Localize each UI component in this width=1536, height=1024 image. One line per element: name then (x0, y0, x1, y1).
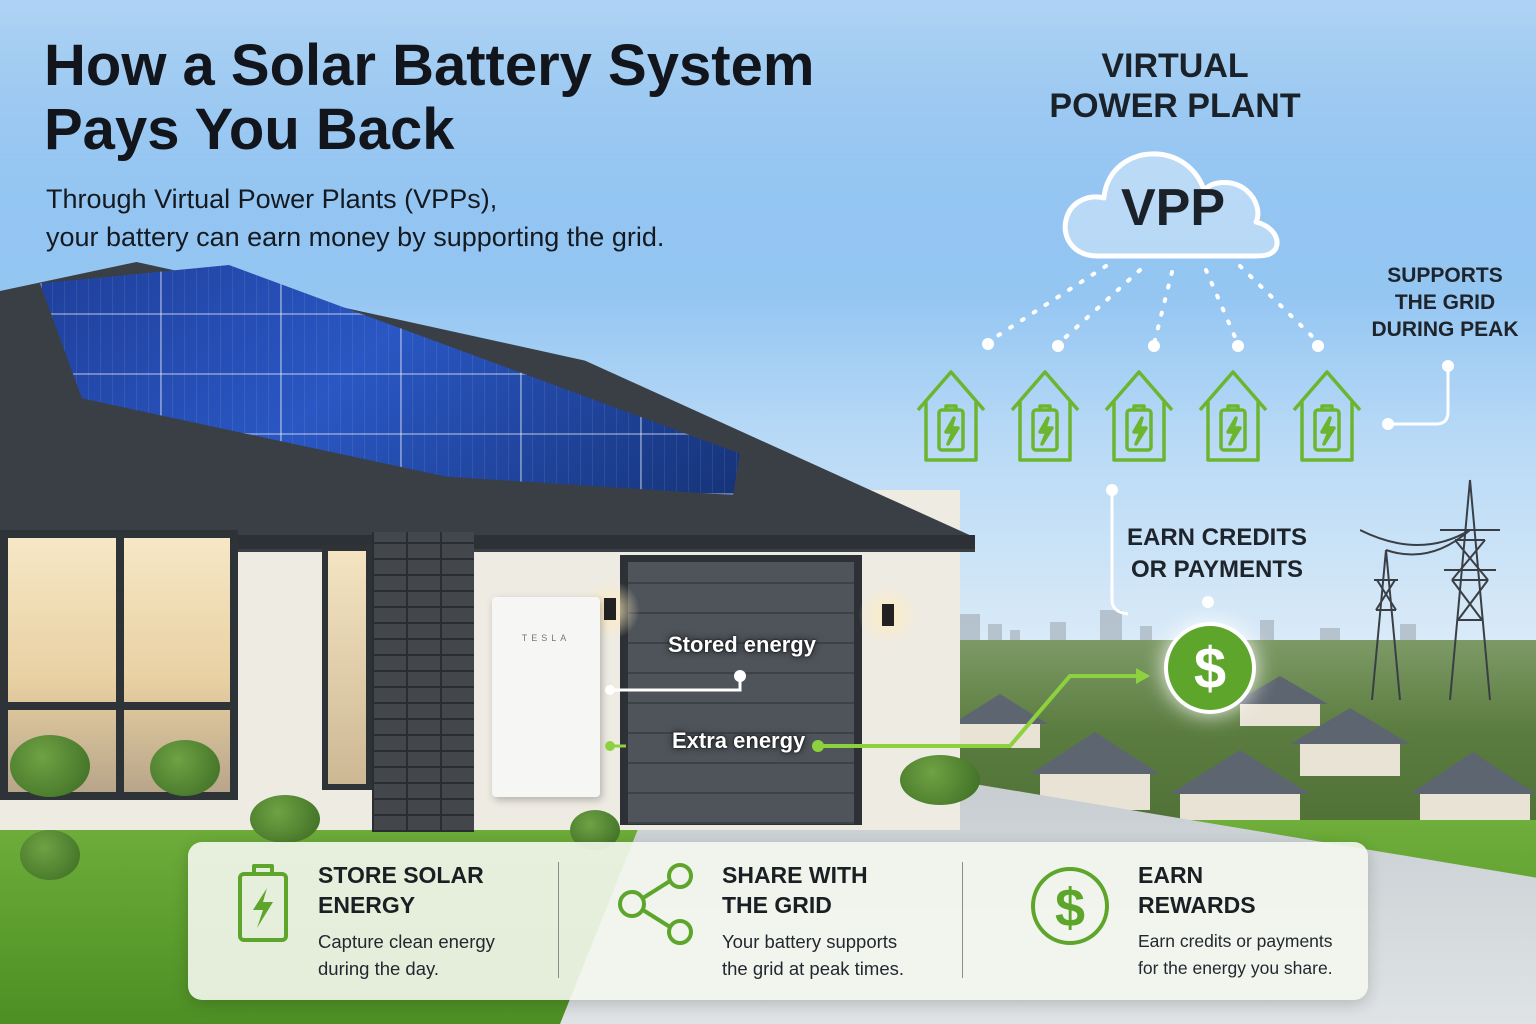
features-card (188, 842, 1368, 1000)
subtitle-line: Through Virtual Power Plants (VPPs), (46, 184, 498, 214)
wall-lamp (882, 604, 894, 626)
vpp-heading-line: VIRTUAL (1101, 47, 1249, 85)
feature-title-line: SHARE WITH (722, 862, 868, 888)
bush (250, 795, 320, 843)
battery-bolt-icon (238, 864, 288, 942)
home-battery-icon (1010, 370, 1080, 462)
stored-energy-label: Stored energy (668, 632, 816, 657)
supports-line: DURING PEAK (1371, 318, 1519, 341)
dollar-coin-icon: $ (1031, 867, 1109, 945)
feature-title-line: EARN (1138, 862, 1204, 888)
feature-desc-line: the grid at peak times. (722, 958, 905, 979)
bush (900, 755, 980, 805)
feature-desc-line: for the energy you share. (1138, 958, 1333, 978)
bush (20, 830, 80, 880)
extra-energy-label: Extra energy (672, 728, 806, 753)
supports-line: THE GRID (1394, 291, 1496, 314)
feature-title-line: REWARDS (1138, 892, 1256, 918)
feature-desc-line: Capture clean energy (318, 931, 495, 952)
dollar-sign: $ (1055, 878, 1085, 938)
bush (10, 735, 90, 797)
home-battery-icon (916, 370, 986, 462)
vpp-heading-line: POWER PLANT (1049, 87, 1301, 125)
home-battery-icon (1198, 370, 1268, 462)
bush (150, 740, 220, 796)
feature-title-store: STORE SOLAR ENERGY (318, 860, 484, 920)
title-line: Pays You Back (44, 97, 455, 162)
power-pylons (1360, 479, 1500, 701)
page-subtitle: Through Virtual Power Plants (VPPs), you… (46, 180, 806, 256)
sky-haze (0, 0, 1536, 300)
feature-desc-line: during the day. (318, 958, 440, 979)
home-battery-icon (1292, 370, 1362, 462)
earn-line: OR PAYMENTS (1130, 556, 1304, 583)
home-battery: TESLA (492, 597, 600, 797)
battery-brand-label: TESLA (521, 633, 571, 643)
share-icon (618, 863, 693, 945)
feature-title-earn: EARN REWARDS (1138, 860, 1256, 920)
feature-desc-line: Earn credits or payments (1138, 931, 1333, 951)
roof-gutter (0, 535, 975, 549)
vpp-cloud-text: VPP (1120, 179, 1226, 237)
feature-desc-share: Your battery supports the grid at peak t… (722, 928, 904, 982)
earn-credits-label: EARN CREDITS OR PAYMENTS (1110, 522, 1324, 586)
home-battery-icon (1104, 370, 1174, 462)
feature-divider (962, 862, 963, 978)
feature-title-share: SHARE WITH THE GRID (722, 860, 868, 920)
vpp-heading: VIRTUAL POWER PLANT (1040, 46, 1310, 126)
page-title: How a Solar Battery System Pays You Back (44, 34, 924, 162)
dollar-sign: $ (1193, 635, 1227, 701)
brick-column (372, 532, 474, 832)
supports-grid-label: SUPPORTS THE GRID DURING PEAK (1360, 262, 1530, 343)
title-line: How a Solar Battery System (44, 33, 815, 98)
cloud-icon (1062, 151, 1280, 259)
feature-title-line: STORE SOLAR (318, 862, 484, 888)
side-window (322, 545, 372, 790)
feature-title-line: THE GRID (722, 892, 832, 918)
earn-line: EARN CREDITS (1126, 524, 1307, 551)
feature-desc-earn: Earn credits or payments for the energy … (1138, 928, 1333, 982)
feature-title-line: ENERGY (318, 892, 416, 918)
supports-line: SUPPORTS (1387, 264, 1503, 287)
wall-lamp (604, 598, 616, 620)
subtitle-line: your battery can earn money by supportin… (46, 222, 665, 252)
feature-divider (558, 862, 559, 978)
feature-desc-store: Capture clean energy during the day. (318, 928, 495, 982)
dollar-coin-icon: $ (1164, 622, 1256, 714)
garage-door (628, 562, 854, 824)
feature-desc-line: Your battery supports (722, 931, 898, 952)
